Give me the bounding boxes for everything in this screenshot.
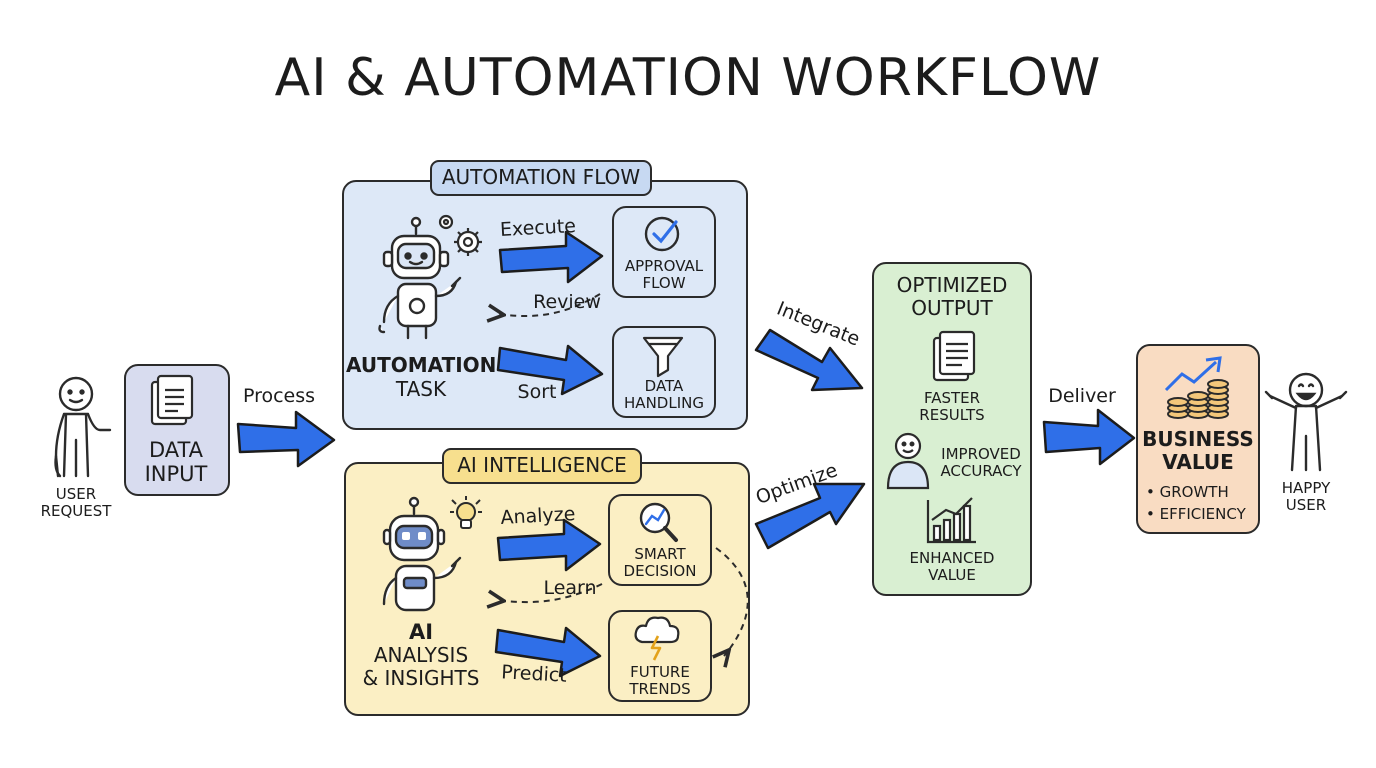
smart-decision-label: SMART DECISION — [623, 545, 697, 581]
ai-analysis-sub: ANALYSIS & INSIGHTS — [362, 643, 480, 690]
automation-task-title: AUTOMATION — [346, 353, 497, 377]
automation-task-sub: TASK — [395, 377, 447, 401]
analyze-label: Analyze — [499, 503, 576, 529]
learn-label: Learn — [543, 577, 597, 599]
deliver-label: Deliver — [1048, 385, 1116, 407]
smart-to-future-dashed-arrow — [716, 547, 749, 656]
improved-accuracy-label: IMPROVED ACCURACY — [940, 445, 1022, 481]
review-label: Review — [533, 291, 601, 313]
data-handling-box — [612, 326, 716, 418]
review-dashed-arrow — [496, 293, 601, 316]
automation-flow-tag: AUTOMATION FLOW — [430, 160, 652, 196]
future-trends-label: FUTURE TRENDS — [629, 663, 691, 699]
document-icon — [150, 374, 194, 426]
process-arrow — [236, 410, 336, 468]
data-input-label: DATA INPUT — [144, 438, 208, 487]
execute-arrow — [498, 230, 604, 284]
optimize-arrow — [754, 482, 866, 550]
deliver-arrow — [1042, 408, 1136, 466]
growth-chart-icon — [926, 497, 976, 544]
sort-arrow — [496, 344, 604, 396]
smart-decision-box — [608, 494, 712, 586]
funnel-icon — [642, 336, 684, 378]
gear-icon — [438, 214, 482, 256]
faster-results-label: FASTER RESULTS — [919, 389, 985, 425]
learn-dashed-arrow — [496, 583, 603, 602]
optimized-output-title: OPTIMIZED OUTPUT — [896, 273, 1008, 320]
business-value-box — [1136, 344, 1260, 534]
approval-flow-label: APPROVAL FLOW — [624, 257, 704, 293]
enhanced-value-label: ENHANCED VALUE — [909, 549, 995, 585]
user-request-figure — [54, 376, 112, 478]
future-trends-box — [608, 610, 712, 702]
ai-analysis-title: AI — [408, 620, 434, 644]
user-request-label: USER REQUEST — [40, 485, 112, 521]
predict-arrow — [494, 626, 602, 678]
coins-growth-icon — [1164, 356, 1229, 419]
report-icon — [932, 330, 976, 382]
happy-user-label: HAPPY USER — [1281, 479, 1331, 515]
automation-robot-icon — [378, 216, 462, 340]
business-bullet-growth: • GROWTH — [1146, 483, 1229, 501]
approval-flow-box — [612, 206, 716, 298]
page-title: AI & AUTOMATION WORKFLOW — [274, 48, 1102, 108]
lightbulb-icon — [450, 496, 482, 529]
analyze-arrow — [496, 518, 602, 572]
happy-user-figure — [1264, 372, 1348, 472]
ai-robot-icon — [382, 496, 462, 612]
business-bullet-efficiency: • EFFICIENCY — [1146, 505, 1246, 523]
cloud-lightning-icon — [634, 616, 680, 661]
data-handling-label: DATA HANDLING — [624, 377, 704, 413]
sort-label: Sort — [517, 381, 557, 403]
integrate-arrow — [754, 328, 864, 392]
magnifier-chart-icon — [639, 502, 678, 542]
ai-intelligence-tag: AI INTELLIGENCE — [442, 448, 642, 484]
optimized-output-panel — [872, 262, 1032, 596]
business-value-title: BUSINESS VALUE — [1142, 427, 1254, 474]
process-label: Process — [242, 385, 316, 407]
predict-label: Predict — [500, 661, 568, 687]
execute-label: Execute — [499, 215, 577, 241]
approval-check-icon — [644, 216, 680, 252]
person-icon — [886, 432, 930, 490]
